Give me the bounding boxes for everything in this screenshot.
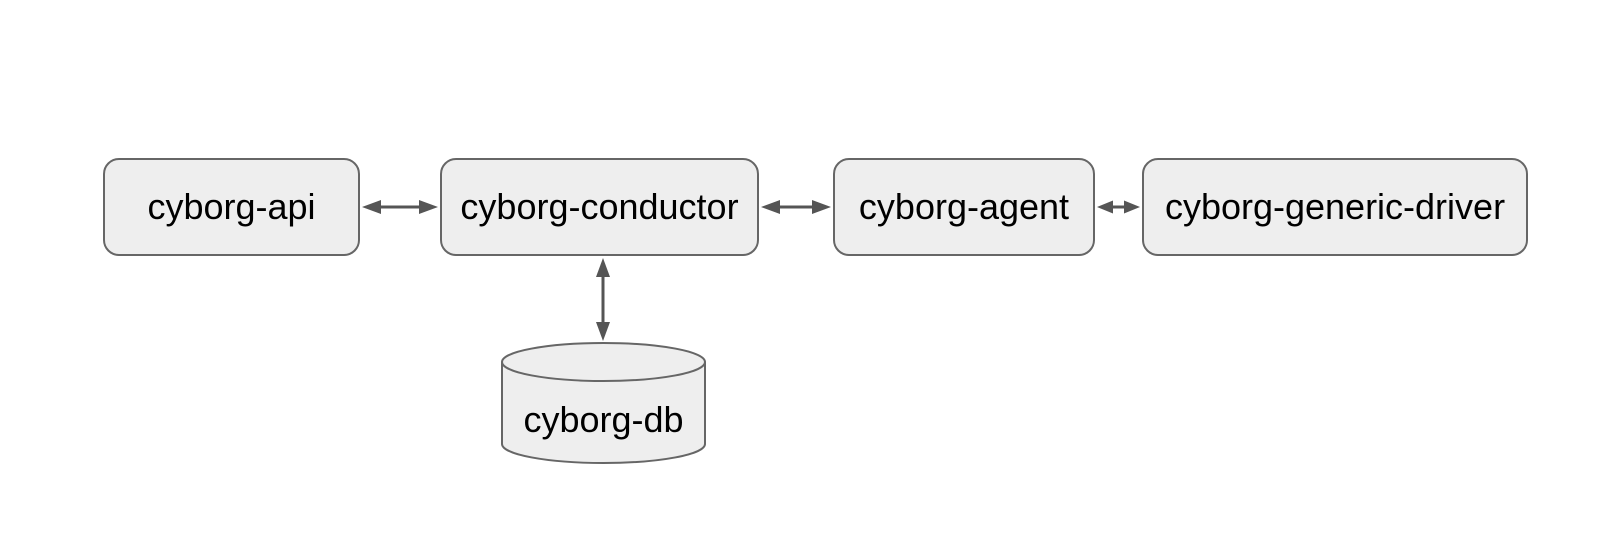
node-cyborg-conductor: cyborg-conductor — [440, 158, 759, 256]
cylinder-cyborg-db — [501, 342, 706, 464]
edge-agent-driver-bidirectional-arrow-icon — [1097, 200, 1140, 214]
node-label-cyborg-api: cyborg-api — [147, 186, 316, 228]
cylinder-body — [501, 362, 706, 464]
node-label-cyborg-db: cyborg-db — [523, 399, 684, 440]
edge-conductor-agent-bidirectional-arrow-icon — [761, 200, 831, 214]
node-label-cyborg-conductor: cyborg-conductor — [460, 186, 739, 228]
node-cyborg-generic-driver: cyborg-generic-driver — [1142, 158, 1528, 256]
edge-api-conductor-bidirectional-arrow-icon — [362, 200, 438, 214]
cylinder-top-ellipse — [501, 342, 706, 382]
node-cyborg-agent: cyborg-agent — [833, 158, 1095, 256]
node-label-cyborg-generic-driver: cyborg-generic-driver — [1164, 186, 1506, 228]
edge-conductor-db-bidirectional-arrow-icon — [596, 258, 610, 341]
node-cyborg-api: cyborg-api — [103, 158, 360, 256]
node-label-cyborg-agent: cyborg-agent — [858, 186, 1070, 228]
